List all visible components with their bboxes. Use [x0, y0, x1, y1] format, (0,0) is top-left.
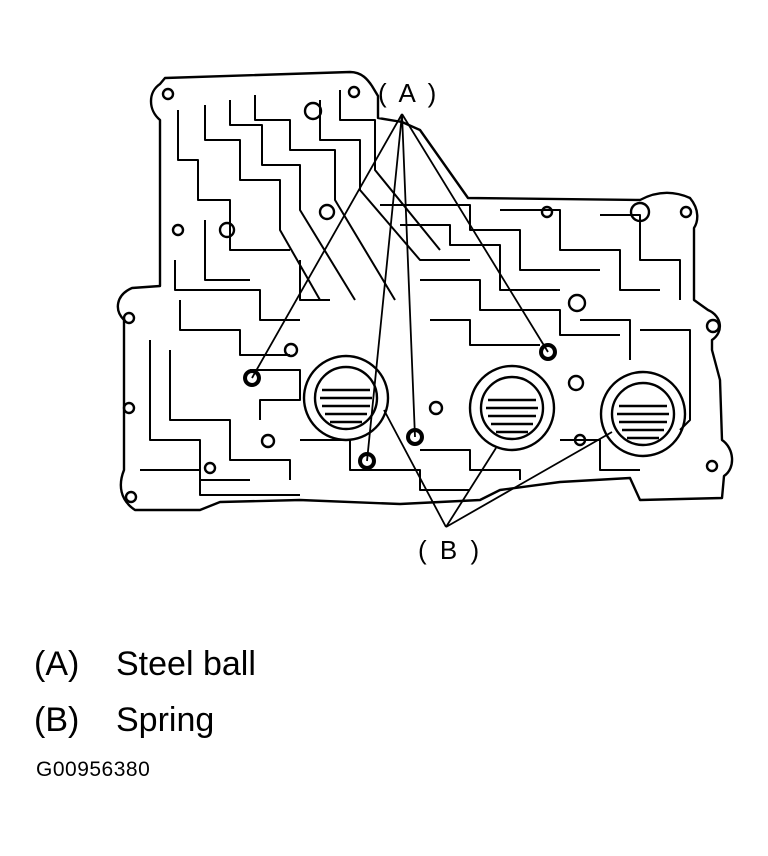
spring-bore-right [599, 370, 687, 458]
spring-bore-middle [468, 364, 556, 452]
legend-key: (A) [34, 644, 80, 683]
steel-ball-2 [539, 343, 557, 361]
valve-body-diagram: ( A ) ( B ) [116, 70, 734, 565]
legend-key: (B) [34, 700, 80, 739]
leader-a [251, 113, 549, 462]
passage-lines [140, 90, 691, 496]
legend-item-spring: (B) Spring [34, 692, 256, 748]
legend-item-steel-ball: (A) Steel ball [34, 636, 256, 692]
leader-b [383, 409, 613, 528]
spring-bore-left [302, 354, 390, 442]
legend-label: Steel ball [116, 644, 256, 683]
legend-label: Spring [116, 700, 215, 739]
steel-ball-1 [243, 369, 261, 387]
valve-body-outline [116, 70, 734, 512]
figure-id: G00956380 [36, 758, 151, 781]
legend: (A) Steel ball (B) Spring [34, 636, 256, 748]
callout-label-a: ( A ) [378, 78, 439, 108]
callout-label-b: ( B ) [418, 535, 482, 565]
